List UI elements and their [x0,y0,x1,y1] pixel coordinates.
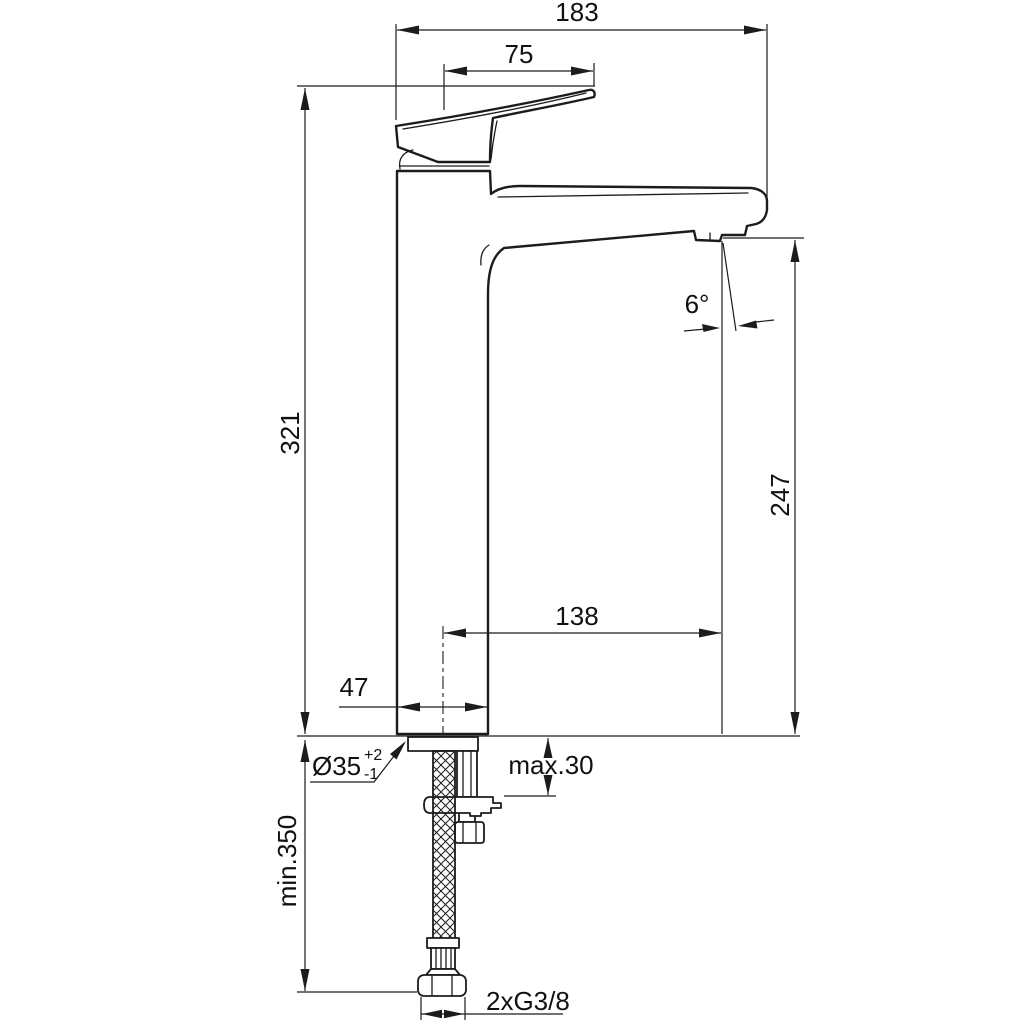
arrowhead-right [571,66,593,76]
mounting-nut [454,821,485,844]
supply-hose [417,750,467,997]
dimension-hole-diameter: Ø35 +2 -1 [310,741,406,783]
arrowhead-left [422,1009,442,1019]
dimension-spout-reach: 138 [442,241,723,734]
dim-label-dia35: Ø35 [312,751,361,781]
dimension-outlet-height: 247 [723,237,804,734]
arrowhead-left [398,702,420,712]
dimension-max-deck-thickness: max.30 [504,738,594,797]
dim-label-tol-plus: +2 [364,747,382,764]
arrowhead-up [543,738,553,758]
arrowhead-right [444,1009,464,1019]
arrowhead-right [699,628,721,638]
dim-label-183: 183 [555,0,598,27]
dim-label-2xG38: 2xG3/8 [486,986,570,1016]
dimension-overall-width: 183 [395,0,768,200]
angle-reference-line [722,242,737,332]
arrowhead-down [543,775,553,795]
dim-label-max30: max.30 [508,750,593,780]
dimension-outlet-angle: 6° [683,242,775,332]
body-spout-silhouette [395,169,769,736]
dim-label-6deg: 6° [685,289,710,319]
faucet-body-and-spout [395,169,769,736]
arrowhead-right [744,25,766,35]
spout-top-edge-line [497,192,749,198]
base-flange [407,736,479,752]
arrowhead-leader [390,741,406,760]
hose-collar [426,937,460,949]
dimension-min-hose-clearance: min.350 [272,740,417,993]
braided-hose [432,750,456,941]
arrowhead-down [300,712,310,734]
dimension-body-width: 47 [339,672,488,712]
arrowhead-down [300,969,310,991]
handle-lever [394,88,596,164]
handle-neck-line [490,120,498,160]
arrowhead-angle-right [738,320,758,329]
spout-root-curve [480,244,490,266]
dimension-handle-reach: 75 [443,39,595,110]
dome-arc [398,149,414,170]
connection-nut [417,974,467,997]
handle-ridge-line [402,92,587,130]
arrowhead-down [790,712,800,734]
dim-label-75: 75 [505,39,534,69]
dimension-supply-connection: 2xG3/8 [420,986,570,1020]
arrowhead-angle-left [702,324,720,332]
faucet-handle [394,88,596,170]
arrowhead-left [397,25,419,35]
threaded-rod [456,750,478,798]
arrowhead-up [300,88,310,110]
dim-label-tol-minus: -1 [364,766,378,783]
dim-label-247: 247 [765,473,795,516]
arrowhead-up [790,240,800,262]
arrowhead-up [300,740,310,762]
dim-label-321: 321 [275,411,305,454]
dim-label-47: 47 [340,672,369,702]
angle-wing-right [755,319,775,323]
angle-wing-left [683,328,707,332]
arrowhead-left [445,66,467,76]
dim-label-138: 138 [555,601,598,631]
arrowhead-right [465,702,487,712]
dimension-overall-height: 321 [275,85,595,734]
arrowhead-left [444,628,466,638]
dim-label-min350: min.350 [272,815,302,908]
